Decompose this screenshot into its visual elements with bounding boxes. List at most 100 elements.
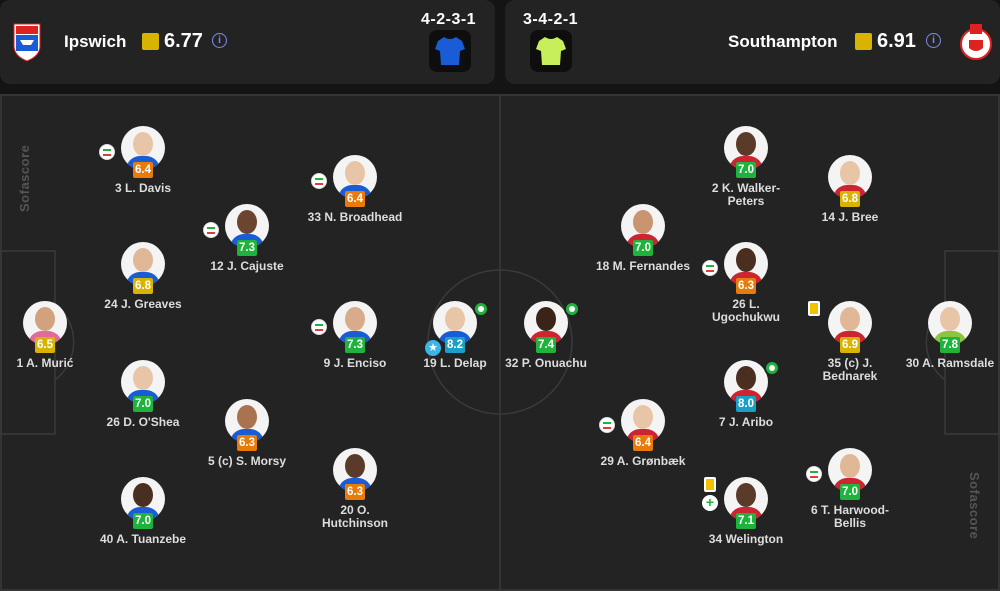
avatar-head [445,307,465,331]
player-rating: 7.1 [736,513,756,529]
yellow-card-icon [808,301,820,316]
injury-plus-icon: + [702,495,718,511]
player-name[interactable]: 18 M. Fernandes [595,259,691,273]
avatar-head [736,248,756,272]
home-rating-box-icon [142,33,159,50]
away-team-rating: 6.91 [877,30,916,52]
avatar-head [736,132,756,156]
substitution-icon [806,466,822,482]
avatar-head [536,307,556,331]
substitution-icon [99,144,115,160]
player-rating: 6.3 [345,484,365,500]
avatar-head [35,307,55,331]
player-name[interactable]: 9 J. Enciso [323,356,387,370]
away-kit [530,30,572,72]
player-rating: 8.0 [736,396,756,412]
player-rating: 7.0 [133,513,153,529]
player-of-match-star-icon: ★ [425,340,441,356]
away-rating-box-icon [855,33,872,50]
home-formation: 4-2-3-1 [421,11,477,28]
player-rating: 7.4 [536,337,556,353]
player-rating: 6.8 [133,278,153,294]
substitution-icon [203,222,219,238]
player-avatar[interactable] [121,360,165,404]
ipswich-crest-icon[interactable] [12,22,42,62]
player-name[interactable]: 26 D. O'Shea [106,415,180,429]
player-name[interactable]: 2 K. Walker-Peters [711,181,781,208]
avatar-head [345,161,365,185]
away-formation: 3-4-2-1 [523,11,579,28]
player-rating: 6.3 [736,278,756,294]
avatar-head [840,307,860,331]
avatar-head [237,405,257,429]
player-rating: 6.5 [35,337,55,353]
player-rating: 7.0 [736,162,756,178]
home-info-icon[interactable]: i [212,33,227,48]
southampton-crest-icon[interactable] [959,22,993,62]
player-rating: 8.2 [445,337,465,353]
avatar-head [736,366,756,390]
player-avatar[interactable] [724,126,768,170]
avatar-head [840,454,860,478]
player-rating: 6.4 [133,162,153,178]
player-name[interactable]: 20 O.Hutchinson [322,503,388,530]
avatar-head [345,307,365,331]
substitution-icon [311,319,327,335]
player-name[interactable]: 40 A. Tuanzebe [99,532,187,546]
watermark-right: Sofascore [967,472,982,540]
home-team-rating: 6.77 [164,30,203,52]
away-shirt-icon [536,37,566,65]
yellow-card-icon [704,477,716,492]
home-kit [429,30,471,72]
player-name[interactable]: 30 A. Ramsdale [905,356,995,370]
player-rating: 7.0 [633,240,653,256]
player-rating: 7.8 [940,337,960,353]
player-rating: 7.0 [133,396,153,412]
player-name[interactable]: 14 J. Bree [821,210,879,224]
player-rating: 6.3 [237,435,257,451]
avatar-head [237,210,257,234]
away-team-name[interactable]: Southampton [728,32,838,51]
player-name[interactable]: 7 J. Aribo [718,415,774,429]
avatar-head [940,307,960,331]
avatar-head [133,483,153,507]
substitution-icon [599,417,615,433]
player-name[interactable]: 26 L.Ugochukwu [712,297,780,324]
player-name[interactable]: 3 L. Davis [114,181,172,195]
home-shirt-icon [435,37,465,65]
player-rating: 7.3 [237,240,257,256]
player-name[interactable]: 33 N. Broadhead [307,210,403,224]
player-name[interactable]: 6 T. Harwood-Bellis [810,503,889,530]
avatar-head [133,248,153,272]
player-name[interactable]: 35 (c) J.Bednarek [822,356,878,383]
player-name[interactable]: 5 (c) S. Morsy [207,454,287,468]
player-rating: 6.9 [840,337,860,353]
pitch: Sofascore Sofascore 6.4 3 L. Davis 6.4 33 N… [0,94,1000,591]
home-team-header: Ipswich 6.77 i 4-2-3-1 [0,0,495,84]
player-name[interactable]: 1 A. Murić [16,356,74,370]
player-name[interactable]: 12 J. Cajuste [210,259,284,273]
player-rating: 6.4 [345,191,365,207]
pitch-lines [0,94,1000,591]
substitution-icon [702,260,718,276]
home-team-name[interactable]: Ipswich [64,32,127,51]
player-rating: 7.3 [345,337,365,353]
goal-icon [473,301,489,317]
avatar-head [633,210,653,234]
player-rating: 6.8 [840,191,860,207]
player-name[interactable]: 32 P. Onuachu [505,356,587,370]
player-rating: 7.0 [840,484,860,500]
away-info-icon[interactable]: i [926,33,941,48]
player-name[interactable]: 34 Welington [708,532,784,546]
avatar-head [633,405,653,429]
avatar-head [736,483,756,507]
player-rating: 6.4 [633,435,653,451]
watermark-left: Sofascore [17,144,32,212]
player-name[interactable]: 24 J. Greaves [104,297,182,311]
player-name[interactable]: 29 A. Grønbæk [600,454,686,468]
away-team-header: 3-4-2-1 Southampton 6.91 i [505,0,1000,84]
avatar-head [345,454,365,478]
avatar-head [133,132,153,156]
player-name[interactable]: 19 L. Delap [423,356,487,370]
avatar-head [133,366,153,390]
